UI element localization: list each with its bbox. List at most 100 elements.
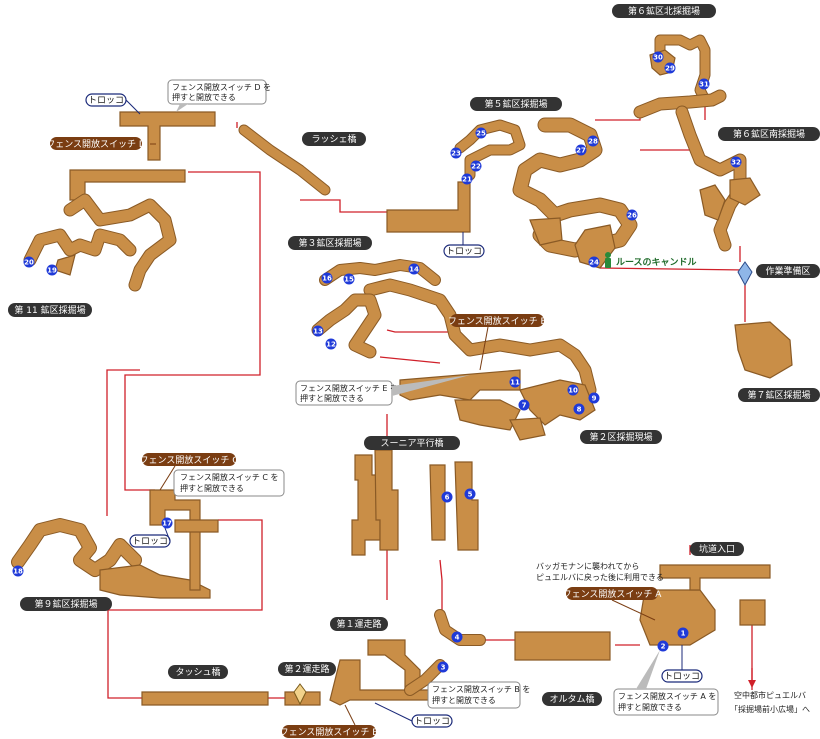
area-label-area6-south: 第６鉱区南採掘場 <box>718 127 820 141</box>
marker-dot <box>587 135 599 147</box>
marker-dot <box>567 384 579 396</box>
marker-dot <box>46 264 58 276</box>
marker-number: 26 <box>627 212 637 220</box>
marker-dot <box>437 661 449 673</box>
marker-dot <box>343 273 355 285</box>
svg-text:「採掘場前小広場」へ: 「採掘場前小広場」へ <box>730 704 810 714</box>
svg-text:トロッコ: トロッコ <box>446 247 482 257</box>
svg-text:坑道入口: 坑道入口 <box>699 543 735 555</box>
marker-dot <box>575 144 587 156</box>
note-switch-a: フェンス開放スイッチ A を 押すと開放できる <box>613 650 719 716</box>
marker-number: 30 <box>653 54 663 62</box>
marker-dot <box>730 156 742 168</box>
marker-number: 7 <box>522 402 527 410</box>
number-marker: 8 <box>573 403 585 415</box>
area-label-tasshu: タッシュ橋 <box>168 665 228 679</box>
number-marker: 4 <box>451 631 463 643</box>
svg-text:フェンス開放スイッチ E を: フェンス開放スイッチ E を <box>300 383 398 393</box>
marker-number: 32 <box>731 159 741 167</box>
area-label-rasshe-bridge: ラッシェ橋 <box>302 132 366 146</box>
switch-labels: フェンス開放スイッチ D フェンス開放スイッチ E フェンス開放スイッチ C フ… <box>46 137 662 738</box>
number-marker: 21 <box>461 173 473 185</box>
marker-dot <box>325 338 337 350</box>
exit-arrow-icon <box>748 668 756 688</box>
svg-text:フェンス開放スイッチ C を: フェンス開放スイッチ C を <box>180 472 279 482</box>
area-label-area5: 第５鉱区採掘場 <box>470 97 562 111</box>
marker-number: 13 <box>313 328 323 336</box>
marker-dot <box>518 399 530 411</box>
note-exit: 空中都市ピュエルバ 「採掘場前小広場」へ <box>730 690 810 714</box>
svg-text:フェンス開放スイッチ C: フェンス開放スイッチ C <box>140 454 239 466</box>
marker-number: 9 <box>592 395 597 403</box>
number-marker: 10 <box>567 384 579 396</box>
svg-text:オルタム橋: オルタム橋 <box>549 693 594 705</box>
trolley-label: トロッコ <box>411 714 453 728</box>
svg-text:第２運走路: 第２運走路 <box>284 663 329 675</box>
marker-dot <box>23 256 35 268</box>
trolley-labels: トロッコ トロッコ トロッコ トロッコ トロッコ <box>85 93 703 728</box>
svg-text:フェンス開放スイッチ E: フェンス開放スイッチ E <box>448 315 547 327</box>
area-label-entrance: 坑道入口 <box>690 542 744 556</box>
marker-number: 25 <box>476 130 486 138</box>
switch-label-b: フェンス開放スイッチ B <box>280 725 378 738</box>
number-marker: 3 <box>437 661 449 673</box>
svg-text:第７鉱区採掘場: 第７鉱区採掘場 <box>747 389 810 401</box>
marker-number: 22 <box>471 163 481 171</box>
marker-number: 18 <box>13 568 23 576</box>
svg-text:空中都市ピュエルバ: 空中都市ピュエルバ <box>734 690 806 700</box>
svg-text:ラッシェ橋: ラッシェ橋 <box>311 133 356 145</box>
area-label-area7: 第７鉱区採掘場 <box>738 388 820 402</box>
marker-number: 17 <box>162 520 172 528</box>
switch-label-a: フェンス開放スイッチ A <box>563 587 663 600</box>
svg-text:ピュエルバに戻った後に利用できる: ピュエルバに戻った後に利用できる <box>536 572 664 582</box>
marker-dot <box>475 127 487 139</box>
marker-number: 11 <box>510 379 520 387</box>
area-label-area3: 第３鉱区採掘場 <box>288 236 372 250</box>
area-label-prep: 作業準備区 <box>756 264 820 278</box>
svg-text:フェンス開放スイッチ D を: フェンス開放スイッチ D を <box>172 82 271 92</box>
svg-text:トロッコ: トロッコ <box>664 672 700 682</box>
svg-text:ルースのキャンドル: ルースのキャンドル <box>616 257 697 268</box>
svg-text:第 11 鉱区採掘場: 第 11 鉱区採掘場 <box>14 304 85 316</box>
marker-dot <box>464 488 476 500</box>
number-marker: 12 <box>325 338 337 350</box>
marker-dot <box>588 392 600 404</box>
marker-dot <box>698 78 710 90</box>
svg-text:フェンス開放スイッチ A: フェンス開放スイッチ A <box>563 588 663 600</box>
area-label-orutamu: オルタム橋 <box>542 692 602 706</box>
marker-number: 29 <box>665 65 675 73</box>
svg-text:バッガモナンに襲われてから: バッガモナンに襲われてから <box>536 561 639 571</box>
number-marker: 15 <box>343 273 355 285</box>
marker-number: 23 <box>451 150 461 158</box>
svg-text:トロッコ: トロッコ <box>132 537 168 547</box>
number-marker: 19 <box>46 264 58 276</box>
note-switch-e: フェンス開放スイッチ E を 押すと開放できる <box>295 375 470 406</box>
number-marker: 11 <box>509 376 521 388</box>
switch-label-d: フェンス開放スイッチ D <box>46 137 146 150</box>
number-marker: 17 <box>161 517 173 529</box>
trolley-label: トロッコ <box>443 244 485 258</box>
marker-dot <box>664 62 676 74</box>
number-marker: 30 <box>652 51 664 63</box>
svg-text:押すと開放できる: 押すと開放できる <box>300 393 364 403</box>
svg-text:第５鉱区採掘場: 第５鉱区採掘場 <box>484 98 547 110</box>
marker-number: 20 <box>24 259 34 267</box>
number-marker: 22 <box>470 160 482 172</box>
number-marker: 24 <box>588 256 600 268</box>
marker-number: 6 <box>445 494 450 502</box>
marker-number: 14 <box>409 266 419 274</box>
area-label-road1: 第１運走路 <box>330 617 388 631</box>
area-label-area2: 第２区採掘現場 <box>580 430 662 444</box>
crystal-icon <box>293 683 307 706</box>
number-marker: 23 <box>450 147 462 159</box>
crystal-icon <box>737 261 753 287</box>
svg-text:トロッコ: トロッコ <box>414 717 450 727</box>
number-marker: 6 <box>441 491 453 503</box>
svg-text:第９鉱区採掘場: 第９鉱区採掘場 <box>34 598 97 610</box>
trolley-label: トロッコ <box>661 669 703 683</box>
note-switch-d: フェンス開放スイッチ D を 押すと開放できる <box>167 79 271 112</box>
marker-number: 15 <box>344 276 354 284</box>
number-marker: 27 <box>575 144 587 156</box>
marker-dot <box>441 491 453 503</box>
